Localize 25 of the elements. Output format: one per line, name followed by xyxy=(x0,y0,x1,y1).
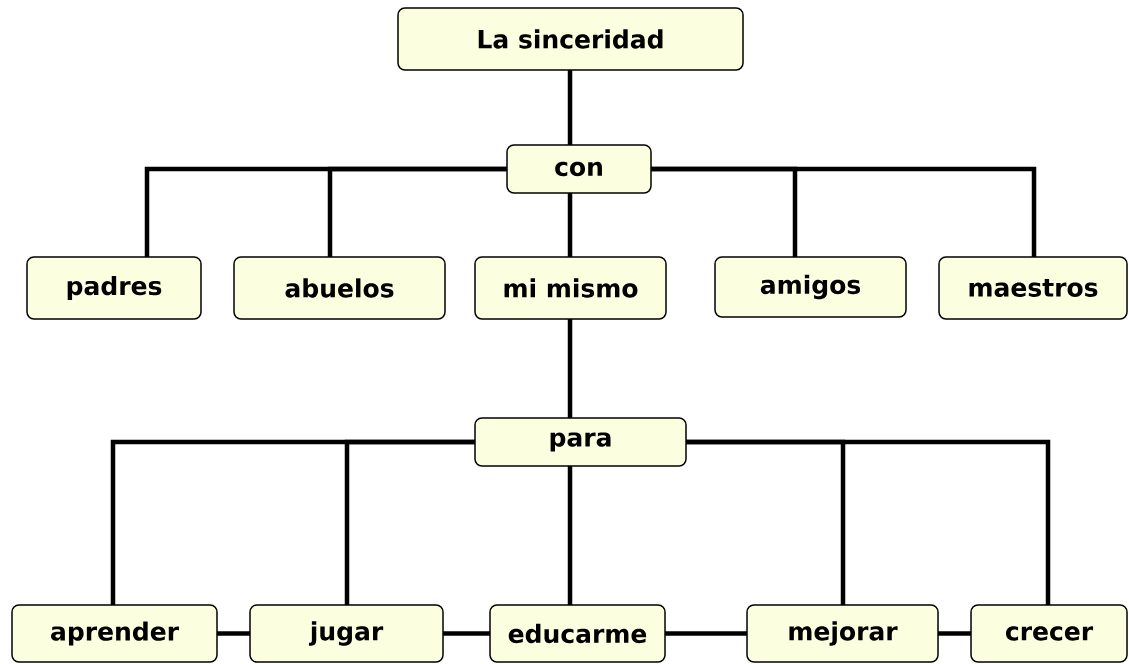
word-box: jugar xyxy=(249,604,444,663)
word-box: mejorar xyxy=(746,604,939,663)
connector-line xyxy=(567,466,573,605)
word-box: La sinceridad xyxy=(397,7,744,71)
word-box: aprender xyxy=(11,604,218,663)
connector-line xyxy=(567,319,573,418)
word-box: padres xyxy=(26,256,202,320)
connector-line xyxy=(327,166,507,257)
connector-line xyxy=(651,166,1037,257)
word-box: crecer xyxy=(970,604,1128,663)
word-box: abuelos xyxy=(233,256,446,320)
word-box: para xyxy=(474,417,687,467)
word-box: maestros xyxy=(938,256,1128,320)
connector-line xyxy=(344,439,475,605)
connector-line xyxy=(443,631,490,636)
connector-line xyxy=(567,193,573,257)
connector-line xyxy=(938,631,971,636)
connector-line xyxy=(665,631,747,636)
word-box: amigos xyxy=(714,256,907,318)
word-box: educarme xyxy=(489,604,666,663)
word-box: mi mismo xyxy=(474,256,667,320)
connector-line xyxy=(686,439,1051,605)
connector-line xyxy=(567,70,573,145)
word-box: con xyxy=(506,144,652,194)
connector-line xyxy=(217,631,250,636)
